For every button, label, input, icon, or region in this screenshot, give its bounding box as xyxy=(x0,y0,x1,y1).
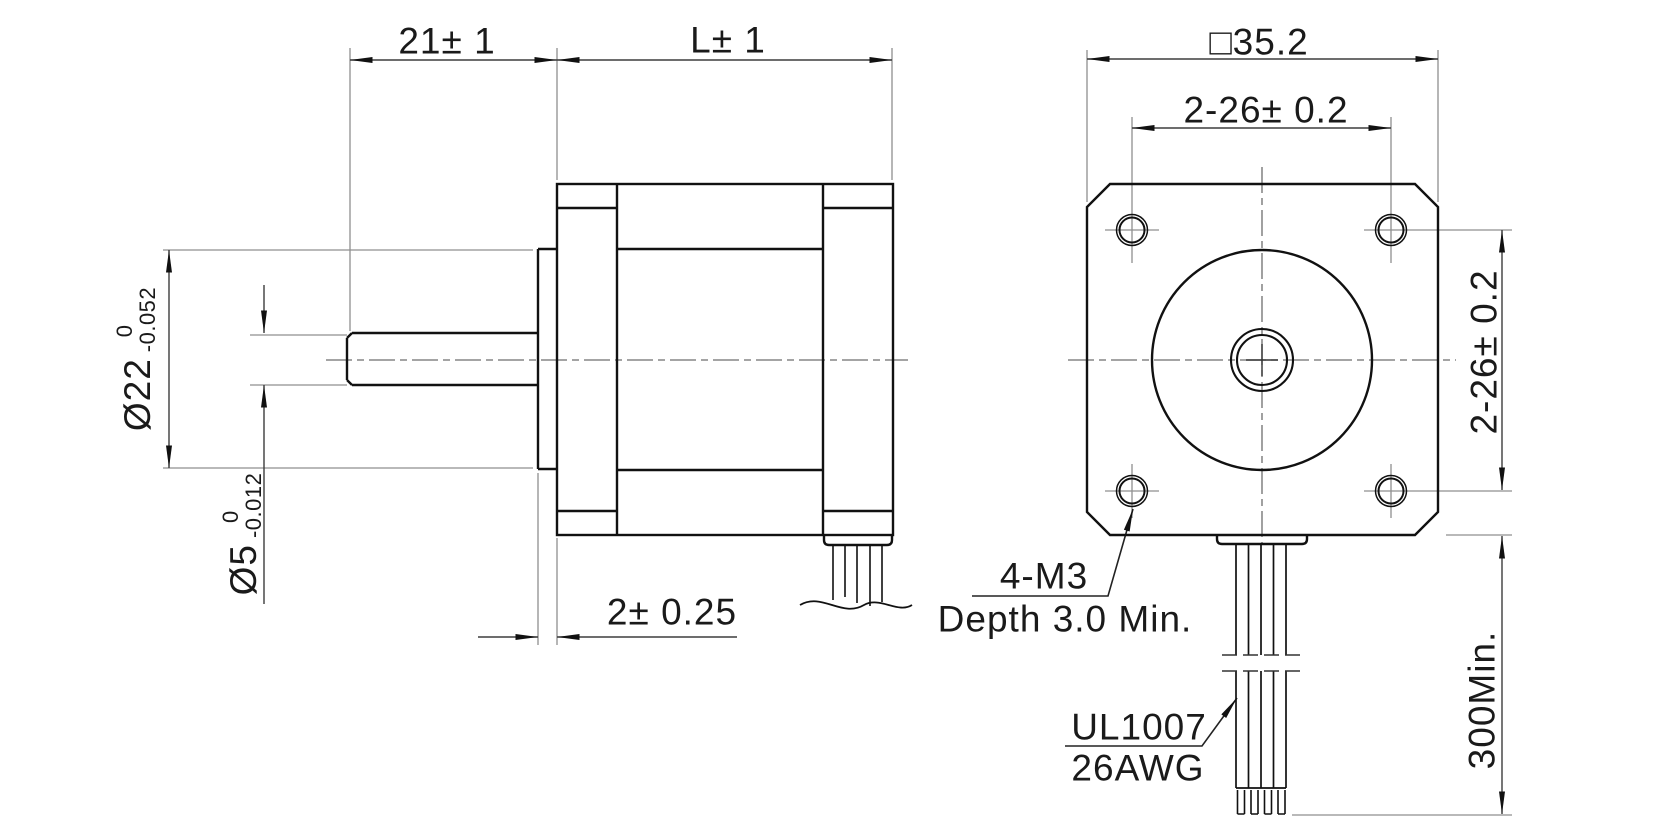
pilot-diameter-tolerance: 0 -0.052 xyxy=(111,286,160,353)
dim-boss-height-label: 2± 0.25 xyxy=(606,591,738,633)
lead-wires-side xyxy=(832,545,883,606)
tolerance-upper: 0 xyxy=(111,324,137,338)
wire-break-lines xyxy=(1222,654,1301,672)
break-wave xyxy=(799,600,913,610)
wire-type-label: UL1007 xyxy=(1071,706,1207,748)
tolerance-lower: -0.012 xyxy=(241,472,266,539)
wire-exit-tab xyxy=(822,535,894,547)
tolerance-upper: 0 xyxy=(217,510,243,524)
extension-lines xyxy=(163,48,1512,816)
dim-hole-pitch-horizontal-label: 2-26± 0.2 xyxy=(1183,89,1349,131)
shaft-boss-circle xyxy=(1229,327,1295,393)
frame-octagon xyxy=(1085,182,1440,537)
pilot-circle xyxy=(1150,248,1374,472)
dim-frame-size-label: □35.2 xyxy=(1209,21,1309,63)
shaft-circle xyxy=(1235,333,1289,387)
shaft-diameter-tolerance: 0 -0.012 xyxy=(217,472,266,539)
pilot-boss xyxy=(536,247,557,471)
dim-shaft-diameter-label: Ø5 0 -0.012 xyxy=(217,472,266,596)
front-view-outline xyxy=(1085,182,1440,815)
hole-centerline-ticks xyxy=(1105,229,1392,518)
bare-wire-pins xyxy=(1236,790,1286,815)
side-view-outline xyxy=(345,182,913,610)
tolerance-lower: -0.052 xyxy=(135,286,160,353)
lead-wires-front xyxy=(1235,544,1287,789)
dimension-lines xyxy=(166,56,1505,814)
dim-hole-pitch-vertical-label: 2-26± 0.2 xyxy=(1463,269,1505,435)
shaft-diameter-value: Ø5 xyxy=(222,544,264,596)
leader-lines xyxy=(972,508,1238,747)
dim-motor-length-label: L± 1 xyxy=(690,19,766,61)
wire-gauge-label: 26AWG xyxy=(1071,747,1205,789)
mounting-hole xyxy=(1115,213,1408,508)
dim-shaft-length-label: 21± 1 xyxy=(398,20,496,62)
center-cross xyxy=(1246,344,1278,376)
dim-lead-length-label: 300Min. xyxy=(1461,630,1503,770)
wire-exit-tab-front xyxy=(1215,535,1309,546)
dim-pilot-diameter-label: Ø22 0 -0.052 xyxy=(111,286,160,432)
mount-depth-label: Depth 3.0 Min. xyxy=(937,598,1193,640)
pilot-diameter-value: Ø22 xyxy=(116,358,158,432)
motor-shaft xyxy=(345,331,538,387)
mount-thread-label: 4-M3 xyxy=(999,555,1089,597)
